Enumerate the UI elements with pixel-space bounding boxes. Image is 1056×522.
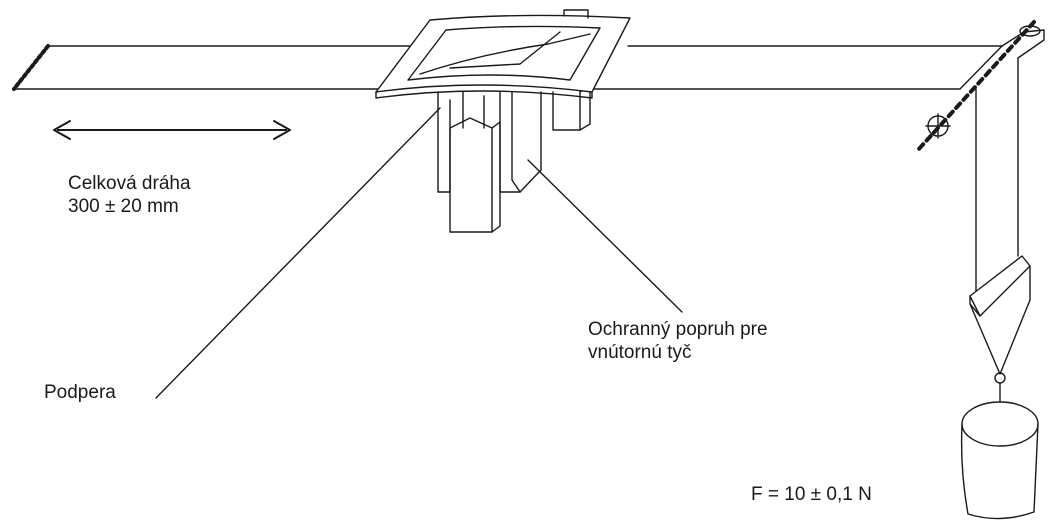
strap-leader-line: [527, 159, 683, 313]
total-travel-label: Celková dráha 300 ± 20 mm: [68, 172, 191, 218]
support-label-text: Podpera: [44, 382, 116, 403]
strap-cut-end: [12, 44, 50, 91]
force-label: F = 10 ± 0,1 N: [751, 483, 872, 506]
support-label: Podpera: [44, 381, 116, 404]
weight-cylinder: [960, 401, 1039, 520]
protective-strap-line1: Ochranný popruh pre: [588, 319, 768, 340]
holder-frame: [375, 9, 631, 99]
protective-strap-line2: vnútornú tyč: [588, 342, 692, 363]
support-leader-line: [155, 107, 441, 399]
protective-strap-label: Ochranný popruh pre vnútornú tyč: [588, 318, 768, 364]
pulley-assembly: [916, 20, 1045, 403]
support-plates: [437, 85, 591, 233]
strap-band: [13, 45, 1003, 90]
total-travel-title: Celková dráha: [68, 173, 191, 194]
travel-arrow: [53, 120, 291, 140]
force-label-text: F = 10 ± 0,1 N: [751, 484, 872, 505]
total-travel-value: 300 ± 20 mm: [68, 196, 179, 217]
